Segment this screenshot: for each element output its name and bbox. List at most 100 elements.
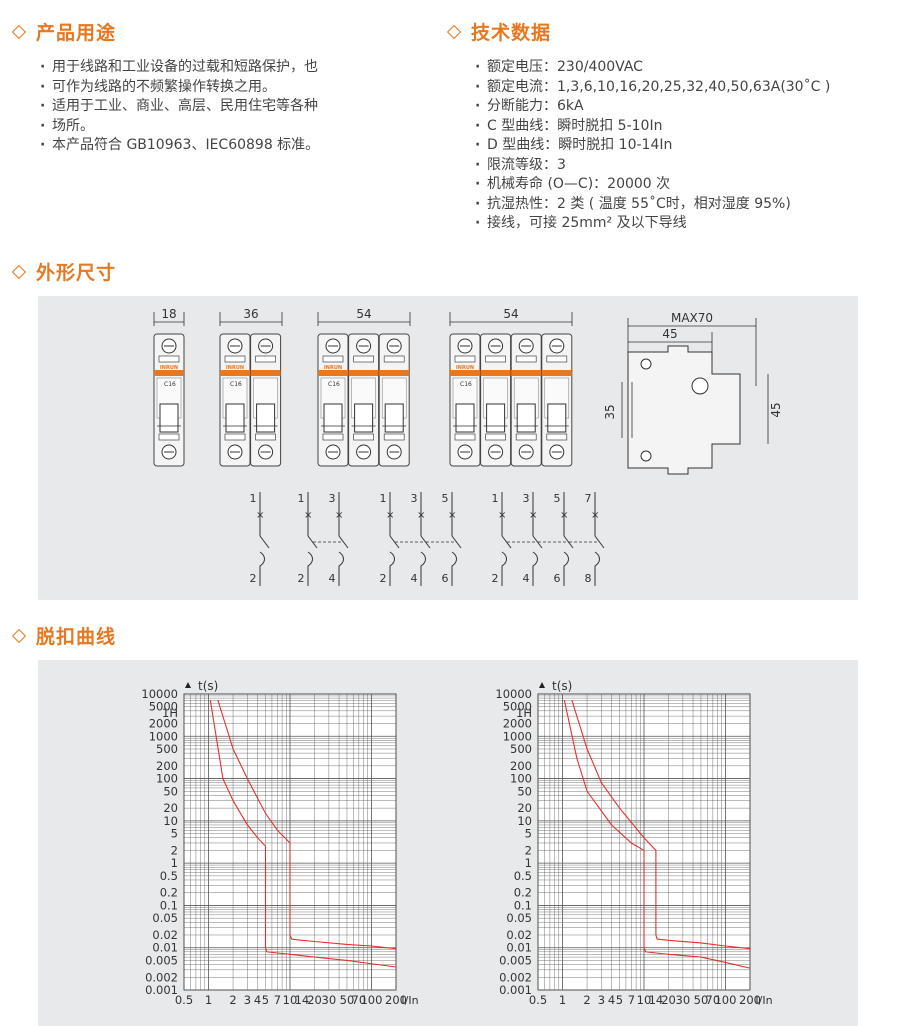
list-item: C 型曲线：瞬时脱扣 5-10In: [475, 117, 895, 137]
overcurrent-mark: ×: [386, 510, 394, 521]
x-tick-label: 7: [274, 993, 281, 1007]
list-item: 限流等级：3: [475, 156, 895, 176]
brand-band: [318, 370, 348, 376]
x-tick-label: 4: [254, 993, 261, 1007]
y-tick-label: 0.1: [514, 898, 532, 912]
y-tick-label: 1H: [162, 706, 178, 720]
y-tick-label: 5000: [149, 700, 178, 714]
switch-contact: [259, 535, 270, 586]
diamond-icon: [11, 264, 27, 279]
terminal-number-top: 3: [411, 492, 418, 505]
y-tick-label: 1: [171, 856, 178, 870]
terminal-cover: [546, 355, 568, 363]
wiring-pole2: 1×23×4: [298, 492, 349, 586]
x-tick-label: 3: [244, 993, 251, 1007]
y-tick-label: 2: [525, 843, 532, 857]
wiring-pole3: 1×23×45×6: [380, 492, 462, 586]
toggle-lever: [354, 403, 374, 433]
y-tick-label: 0.002: [145, 970, 178, 984]
toggle-lever: [323, 403, 343, 433]
terminal-cover: [485, 355, 506, 363]
terminal-number-bottom: 2: [250, 572, 257, 585]
y-tick-label: 0.01: [506, 941, 532, 955]
terminal-cover: [224, 355, 246, 363]
terminal-cover: [255, 433, 276, 441]
x-tick-label: 200: [739, 993, 761, 1007]
x-tick-label: 1: [559, 993, 566, 1007]
width-label: 36: [243, 307, 258, 321]
overcurrent-mark: ×: [304, 510, 312, 521]
overcurrent-mark: ×: [335, 510, 343, 521]
y-tick-label: 0.2: [514, 886, 532, 900]
toggle-lever: [225, 403, 245, 433]
y-tick-label: 0.1: [160, 898, 178, 912]
terminal-cover: [322, 433, 344, 441]
brand-band: [220, 370, 250, 376]
side-max-label: MAX70: [671, 311, 713, 325]
x-tick-label: 0.5: [529, 993, 547, 1007]
brand-band: [348, 370, 379, 376]
y-tick-label: 200: [510, 759, 532, 773]
brand-band: [379, 370, 410, 376]
list-item: 额定电压：230/400VAC: [475, 58, 895, 78]
x-axis-label: I/In: [401, 994, 418, 1007]
toggle-lever: [486, 403, 506, 433]
y-tick-label: 100: [156, 772, 178, 786]
list-item: 适用于工业、商业、高层、民用住宅等各种: [40, 97, 400, 117]
list-item: 用于线路和工业设备的过载和短路保护，也: [40, 58, 400, 78]
y-tick-label: 200: [156, 759, 178, 773]
width-label: 54: [503, 307, 518, 321]
switch-contact: [563, 535, 574, 586]
y-axis-label: t(s): [198, 679, 218, 693]
terminal-cover: [158, 355, 180, 363]
trip-chart-D: 1000050001H200010005002001005020105210.5…: [495, 679, 772, 1007]
y-tick-label: 2: [171, 843, 178, 857]
overcurrent-mark: ×: [498, 510, 506, 521]
terminal-number-bottom: 8: [585, 572, 592, 585]
terminal-number-top: 1: [298, 492, 305, 505]
y-axis-label: t(s): [552, 679, 572, 693]
terminal-number-bottom: 6: [442, 572, 449, 585]
wiring-pole1: 1×2: [250, 492, 270, 586]
x-tick-label: 200: [385, 993, 407, 1007]
x-tick-label: 20: [307, 993, 322, 1007]
x-tick-label: 10: [637, 993, 652, 1007]
x-tick-label: 14: [295, 993, 310, 1007]
side-45-right-label: 45: [769, 402, 783, 417]
x-tick-label: 14: [649, 993, 664, 1007]
y-tick-label: 10000: [495, 687, 532, 701]
x-tick-label: 50: [694, 993, 709, 1007]
y-tick-label: 10000: [141, 687, 178, 701]
list-item: 接线，可接 25mm² 及以下导线: [475, 214, 895, 234]
terminal-number-top: 1: [492, 492, 499, 505]
switch-contact: [501, 535, 512, 586]
y-tick-label: 0.005: [499, 953, 532, 967]
x-tick-label: 2: [229, 993, 236, 1007]
terminal-number-top: 1: [250, 492, 257, 505]
y-tick-label: 50: [163, 784, 178, 798]
side-45-label: 45: [662, 327, 677, 341]
terminal-number-bottom: 6: [554, 572, 561, 585]
brand-band: [511, 370, 542, 376]
terminal-cover: [546, 433, 568, 441]
y-tick-label: 50: [517, 784, 532, 798]
trip-curve-series: [217, 699, 397, 950]
x-tick-label: 5: [262, 993, 269, 1007]
x-tick-label: 4: [608, 993, 615, 1007]
side-35-label: 35: [603, 404, 617, 419]
overcurrent-mark: ×: [417, 510, 425, 521]
terminal-number-top: 3: [329, 492, 336, 505]
toggle-lever: [455, 403, 475, 433]
brand-logo: INRUN: [160, 365, 178, 371]
width-label: 54: [356, 307, 371, 321]
x-tick-label: 50: [340, 993, 355, 1007]
y-tick-label: 2000: [149, 717, 178, 731]
terminal-number-bottom: 2: [380, 572, 387, 585]
terminal-number-top: 5: [554, 492, 561, 505]
list-item: D 型曲线：瞬时脱扣 10-14In: [475, 136, 895, 156]
switch-contact: [451, 535, 462, 586]
terminal-cover: [383, 433, 405, 441]
